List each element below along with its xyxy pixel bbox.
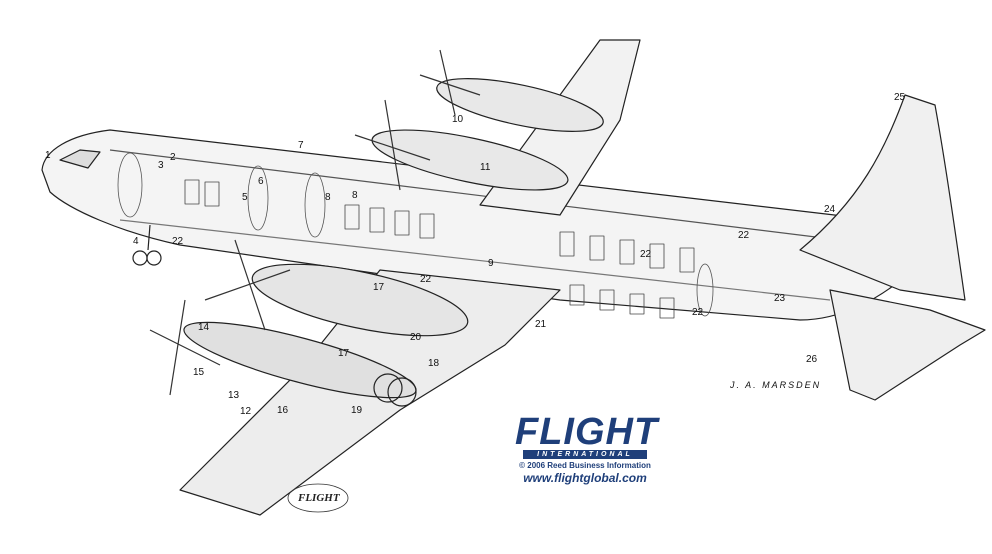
callout-number: 19 <box>351 405 363 416</box>
nose-landing-gear <box>132 224 162 266</box>
artist-signature: J. A. MARSDEN <box>729 380 821 390</box>
callout-number: 5 <box>242 192 248 203</box>
callout-number: 12 <box>240 406 252 417</box>
flight-international-logo: FLIGHT INTERNATIONAL © 2006 Reed Busines… <box>515 411 659 485</box>
callout-number: 25 <box>894 92 906 103</box>
far-inner-engine <box>371 129 569 191</box>
callout-number: 8 <box>352 190 358 201</box>
callout-number: 7 <box>298 140 304 151</box>
callout-number: 3 <box>158 160 164 171</box>
website-link[interactable]: www.flightglobal.com <box>523 471 647 485</box>
callout-number: 17 <box>373 282 385 293</box>
callout-number: 15 <box>193 367 205 378</box>
propeller-near-inner <box>204 239 291 331</box>
callout-number: 14 <box>198 322 210 333</box>
propeller-far-inner <box>354 99 431 191</box>
callout-number: 22 <box>172 236 184 247</box>
callout-number: 22 <box>692 307 704 318</box>
vertical-tail <box>799 94 966 301</box>
propeller-far-outer <box>419 49 481 116</box>
callout-number: 13 <box>228 390 240 401</box>
horizontal-tailplane <box>829 289 986 401</box>
callout-number: 4 <box>133 236 139 247</box>
copyright-text: © 2006 Reed Business Information <box>519 461 651 470</box>
callout-number: 11 <box>480 162 491 173</box>
cabin-seats <box>184 179 695 319</box>
callout-number: 21 <box>535 319 547 330</box>
callout-number: 16 <box>277 405 289 416</box>
far-outer-engine <box>436 78 604 132</box>
callout-number: 24 <box>824 204 836 215</box>
propeller-near-outer <box>149 299 221 396</box>
cockpit-windows <box>59 149 101 169</box>
main-landing-gear <box>373 373 417 407</box>
cabin-cutaway-edge <box>109 149 841 241</box>
callout-number: 6 <box>258 176 264 187</box>
callout-number: 18 <box>428 358 440 369</box>
callout-number: 10 <box>452 114 464 125</box>
brand-subtitle: INTERNATIONAL <box>523 450 647 459</box>
callout-number: 22 <box>640 249 652 260</box>
callout-number: 26 <box>806 354 818 365</box>
callout-number: 2 <box>170 152 176 163</box>
callout-number: 8 <box>325 192 331 203</box>
callout-number: 23 <box>774 293 786 304</box>
stamp-word: FLIGHT <box>297 492 341 504</box>
callout-number: 9 <box>488 258 494 269</box>
callout-number: 17 <box>338 348 350 359</box>
near-inner-engine <box>251 263 469 337</box>
brand-word: FLIGHT <box>515 411 659 453</box>
callout-number: 22 <box>738 230 750 241</box>
callout-number: 20 <box>410 332 422 343</box>
callout-number: 1 <box>45 150 51 161</box>
flight-stamp-logo: FLIGHT <box>287 483 349 513</box>
callout-number: 22 <box>420 274 432 285</box>
bulkhead-frames <box>117 152 714 317</box>
